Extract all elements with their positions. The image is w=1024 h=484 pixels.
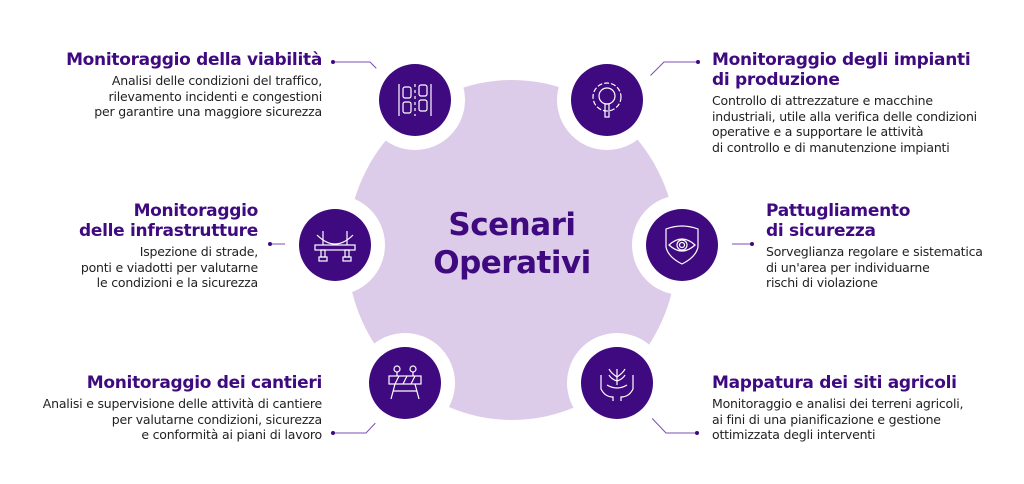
center-title-line-1: Scenari	[448, 207, 576, 243]
scenario-agricoli: Mappatura dei siti agricoli Monitoraggio…	[712, 373, 964, 443]
scenario-title: Pattugliamento di sicurezza	[766, 201, 911, 241]
scenario-description: Sorveglianza regolare e sistematica di u…	[766, 244, 983, 290]
traffic-cars-icon	[379, 64, 451, 136]
bridge-icon	[299, 209, 371, 281]
scenario-viabilita: Monitoraggio della viabilità Analisi del…	[66, 50, 322, 120]
scenario-title: Monitoraggio delle infrastrutture	[79, 201, 258, 241]
scenario-description: Monitoraggio e analisi dei terreni agric…	[712, 396, 964, 442]
scenario-title: Mappatura dei siti agricoli	[712, 373, 957, 393]
scenario-cantieri: Monitoraggio dei cantieri Analisi e supe…	[42, 373, 323, 443]
hands-plant-icon	[581, 347, 653, 419]
shield-eye-icon	[646, 209, 718, 281]
scenario-description: Analisi delle condizioni del traffico, r…	[94, 73, 322, 119]
scenario-title: Monitoraggio dei cantieri	[86, 373, 323, 393]
scenario-impianti: Monitoraggio degli impianti di produzion…	[712, 50, 977, 155]
connector-impianti	[645, 61, 698, 81]
scenario-title: Monitoraggio degli impianti di produzion…	[712, 50, 971, 90]
roadblock-icon	[369, 347, 441, 419]
center-title-line-2: Operativi	[433, 245, 591, 281]
scenario-title: Monitoraggio della viabilità	[66, 50, 322, 70]
gear-magnifier-icon	[571, 64, 643, 136]
scenario-pattugliamento: Pattugliamento di sicurezza Sorveglianza…	[766, 201, 983, 291]
scenario-description: Ispezione di strade, ponti e viadotti pe…	[80, 244, 258, 290]
center-title: Scenari Operativi	[412, 206, 612, 282]
scenario-infrastrutture: Monitoraggio delle infrastrutture Ispezi…	[79, 201, 258, 291]
connector-agricoli	[646, 412, 697, 434]
scenario-description: Controllo di attrezzature e macchine ind…	[712, 93, 977, 155]
scenario-description: Analisi e supervisione delle attività di…	[42, 396, 322, 442]
